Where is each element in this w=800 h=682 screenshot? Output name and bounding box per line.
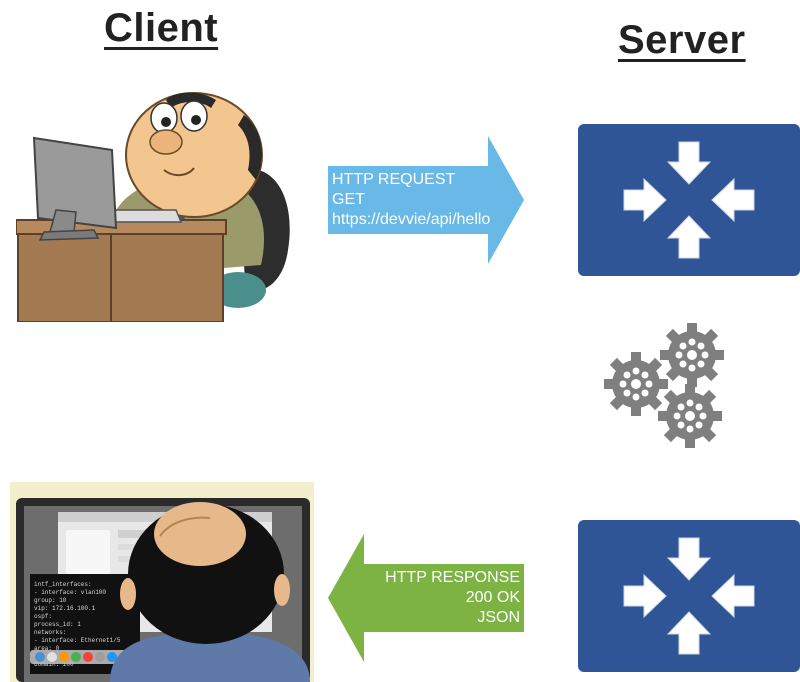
client-heading: Client [104, 6, 219, 50]
server-heading: Server [618, 18, 746, 62]
request-verb-line: GET [332, 191, 365, 208]
svg-text:ospf:: ospf: [34, 613, 52, 620]
svg-text:- interface: vlan100: - interface: vlan100 [34, 589, 106, 596]
http-request-label: HTTP REQUEST GET https://devvie/api/hell… [332, 170, 490, 230]
response-status-line: HTTP RESPONSE [385, 569, 520, 586]
svg-text:area: 0: area: 0 [34, 645, 60, 652]
svg-text:networks:: networks: [34, 629, 66, 636]
request-url-line: https://devvie/api/hello [332, 211, 491, 228]
svg-text:intf_interfaces:: intf_interfaces: [34, 581, 92, 588]
svg-text:- interface: Ethernet1/5: - interface: Ethernet1/5 [34, 637, 121, 644]
response-code-line: 200 OK [465, 589, 520, 606]
http-response-arrow [328, 534, 524, 662]
response-format-line: JSON [477, 609, 520, 626]
request-method-line: HTTP REQUEST [332, 171, 456, 188]
svg-text:domain: 100: domain: 100 [34, 661, 74, 668]
gears-icon [604, 323, 724, 448]
server-box-bottom [578, 520, 800, 672]
http-response-label: HTTP RESPONSE 200 OK JSON [360, 568, 520, 628]
server-box-top [578, 124, 800, 276]
svg-text:vip: 172.16.100.1: vip: 172.16.100.1 [34, 605, 96, 612]
http-request-arrow [328, 136, 524, 264]
server-arrows-icon [623, 141, 755, 259]
client-viewing-terminal-illustration: intf_interfaces: - interface: vlan100 gr… [10, 482, 314, 682]
svg-text:group: 10: group: 10 [34, 597, 67, 604]
server-arrows-icon [623, 537, 755, 655]
svg-text:process_id: 1: process_id: 1 [34, 621, 81, 628]
client-at-computer-illustration [16, 92, 290, 322]
